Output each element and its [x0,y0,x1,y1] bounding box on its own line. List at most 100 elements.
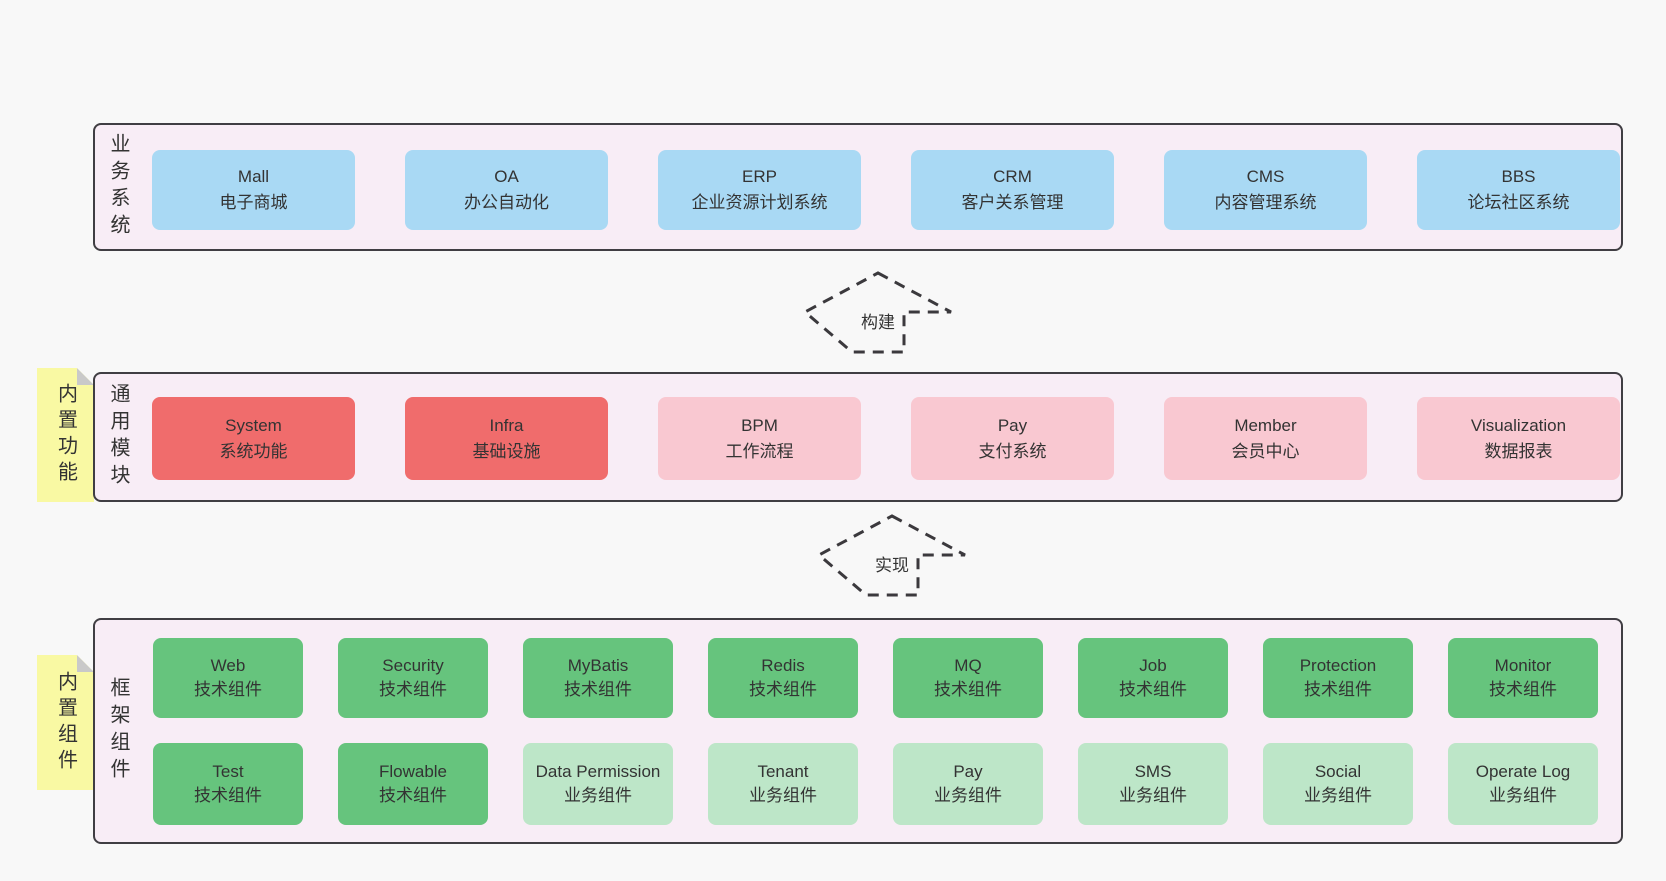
box-title: Data Permission [535,762,661,781]
box-subtitle: 基础设施 [472,441,541,461]
component-box-social: Social 业务组件 [1263,743,1413,825]
common-modules-panel: 通用模块 System 系统功能 Infra 基础设施 BPM 工作流程 Pay… [93,372,1623,502]
module-box-visualization: Visualization 数据报表 [1417,397,1620,480]
box-title: ERP [742,167,777,186]
box-title: BPM [741,415,778,435]
box-subtitle: 业务组件 [564,786,632,805]
box-title: Mall [237,167,270,186]
box-subtitle: 技术组件 [1489,680,1557,699]
box-subtitle: 内容管理系统 [1214,193,1317,212]
box-subtitle: 支付系统 [978,441,1047,461]
business-systems-panel: 业务系统 Mall 电子商城 OA 办公自动化 ERP 企业资源计划系统 CRM… [93,123,1623,251]
module-box-system: System 系统功能 [152,397,355,480]
common-modules-label: 通用模块 [107,383,129,491]
box-subtitle: 业务组件 [1304,786,1372,805]
box-title: Pay [997,415,1028,435]
box-title: Web [210,656,246,675]
box-title: SMS [1134,762,1172,781]
built-in-features-note: 内置功能 [37,368,94,502]
box-subtitle: 技术组件 [194,786,262,805]
box-subtitle: 客户关系管理 [961,193,1064,212]
business-box-bbs: BBS 论坛社区系统 [1417,150,1620,230]
box-subtitle: 技术组件 [749,680,817,699]
business-box-erp: ERP 企业资源计划系统 [658,150,861,230]
component-box-monitor: Monitor 技术组件 [1448,638,1598,718]
box-subtitle: 技术组件 [564,680,632,699]
dashed-up-arrow-icon [803,271,952,354]
box-subtitle: 技术组件 [1304,680,1372,699]
module-box-pay: Pay 支付系统 [911,397,1114,480]
box-subtitle: 业务组件 [934,786,1002,805]
box-title: Member [1234,415,1297,435]
component-box-mybatis: MyBatis 技术组件 [523,638,673,718]
box-subtitle: 工作流程 [725,441,794,461]
box-title: Pay [953,762,983,781]
component-box-flowable: Flowable 技术组件 [338,743,488,825]
implement-arrow-label: 实现 [871,551,913,576]
component-box-security: Security 技术组件 [338,638,488,718]
box-title: Visualization [1470,415,1567,435]
module-box-bpm: BPM 工作流程 [658,397,861,480]
box-title: Protection [1299,656,1377,675]
folded-corner-icon [77,368,94,385]
component-box-test: Test 技术组件 [153,743,303,825]
box-title: Operate Log [1475,762,1571,781]
box-title: System [225,415,282,435]
build-arrow: 构建 [803,271,953,355]
component-box-protection: Protection 技术组件 [1263,638,1413,718]
box-subtitle: 企业资源计划系统 [691,193,828,212]
box-subtitle: 系统功能 [219,441,288,461]
module-box-infra: Infra 基础设施 [405,397,608,480]
framework-components-label: 框架组件 [107,677,129,785]
box-subtitle: 办公自动化 [464,193,549,212]
box-subtitle: 论坛社区系统 [1467,193,1570,212]
box-subtitle: 数据报表 [1484,441,1553,461]
box-title: Social [1314,762,1362,781]
box-title: CMS [1246,167,1285,186]
box-title: Infra [489,415,524,435]
box-title: MQ [954,656,982,675]
box-title: Security [382,656,444,675]
component-box-pay: Pay 业务组件 [893,743,1043,825]
box-title: BBS [1501,167,1536,186]
component-box-operate-log: Operate Log 业务组件 [1448,743,1598,825]
framework-components-panel: 框架组件 Web 技术组件 Security 技术组件 MyBatis 技术组件… [93,618,1623,844]
component-box-web: Web 技术组件 [153,638,303,718]
box-subtitle: 技术组件 [379,680,447,699]
component-box-job: Job 技术组件 [1078,638,1228,718]
box-title: Flowable [378,762,448,781]
implement-arrow: 实现 [817,514,967,598]
box-title: Job [1139,656,1167,675]
built-in-features-label: 内置功能 [54,383,77,487]
box-subtitle: 技术组件 [194,680,262,699]
component-box-tenant: Tenant 业务组件 [708,743,858,825]
business-box-cms: CMS 内容管理系统 [1164,150,1367,230]
box-title: Redis [761,656,805,675]
box-subtitle: 技术组件 [379,786,447,805]
module-box-member: Member 会员中心 [1164,397,1367,480]
box-title: Tenant [757,762,809,781]
component-box-sms: SMS 业务组件 [1078,743,1228,825]
box-subtitle: 业务组件 [1489,786,1557,805]
box-title: Monitor [1494,656,1552,675]
box-subtitle: 电子商城 [219,193,288,212]
component-box-data-permission: Data Permission 业务组件 [523,743,673,825]
box-subtitle: 业务组件 [1119,786,1187,805]
component-box-redis: Redis 技术组件 [708,638,858,718]
business-box-mall: Mall 电子商城 [152,150,355,230]
built-in-components-note: 内置组件 [37,655,94,790]
box-title: MyBatis [567,656,629,675]
build-arrow-label: 构建 [857,308,899,333]
box-subtitle: 业务组件 [749,786,817,805]
folded-corner-icon [77,655,94,672]
box-title: OA [494,167,519,186]
business-systems-label: 业务系统 [107,133,129,241]
box-subtitle: 会员中心 [1231,441,1300,461]
box-title: CRM [993,167,1032,186]
business-box-oa: OA 办公自动化 [405,150,608,230]
box-subtitle: 技术组件 [934,680,1002,699]
dashed-up-arrow-icon [817,514,966,597]
box-title: Test [212,762,244,781]
business-box-crm: CRM 客户关系管理 [911,150,1114,230]
built-in-components-label: 内置组件 [54,670,77,775]
